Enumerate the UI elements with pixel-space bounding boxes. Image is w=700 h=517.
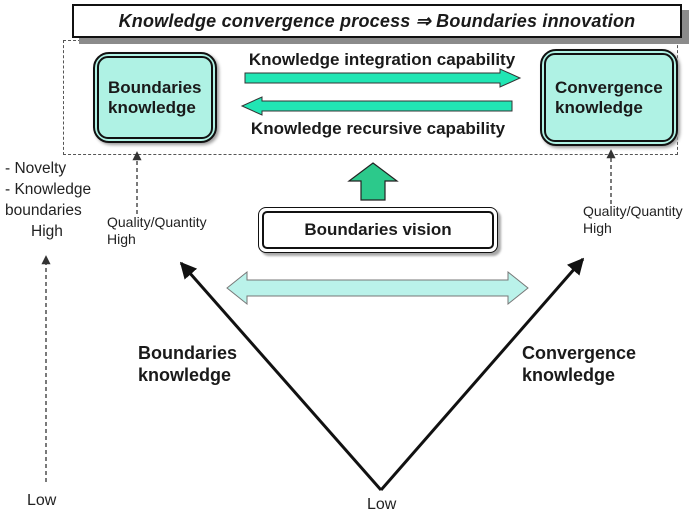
quality-quantity-right-line2: High [583, 220, 612, 236]
title-bar: Knowledge convergence process ⇒ Boundari… [72, 4, 682, 38]
recursive-capability-label: Knowledge recursive capability [250, 119, 506, 138]
convergence-knowledge-box: Convergence knowledge [540, 49, 678, 146]
boundaries-vision-box-inner: Boundaries vision [262, 211, 494, 249]
convergence-knowledge-box-inner: Convergence knowledge [544, 53, 674, 142]
up-arrow-icon [347, 162, 399, 201]
integration-capability-label: Knowledge integration capability [248, 50, 516, 69]
knowledge-item: - Knowledge [5, 181, 92, 198]
boundaries-vision-box: Boundaries vision [258, 207, 498, 253]
high-label-left-axis: High [31, 223, 63, 240]
novelty-knowledge-boundaries-list: - Novelty - Knowledge boundaries High [5, 158, 91, 242]
quality-quantity-left-line2: High [107, 231, 136, 247]
quality-quantity-left-label: Quality/Quantity High [107, 214, 207, 248]
quality-quantity-right-line1: Quality/Quantity [583, 203, 683, 219]
boundaries-vision-label: Boundaries vision [304, 220, 452, 239]
quality-quantity-right-label: Quality/Quantity High [583, 203, 683, 237]
low-label-left: Low [27, 492, 57, 509]
boundaries-knowledge-box-label: Boundaries knowledge [108, 77, 202, 117]
convergence-knowledge-axis-label: Convergence knowledge [522, 343, 637, 385]
low-label-center: Low [367, 496, 397, 513]
page-title: Knowledge convergence process ⇒ Boundari… [118, 10, 636, 31]
boundaries-knowledge-box-inner: Boundaries knowledge [97, 56, 213, 139]
convergence-knowledge-box-label: Convergence knowledge [555, 77, 663, 117]
quality-quantity-left-line1: Quality/Quantity [107, 214, 207, 230]
novelty-item: - Novelty [5, 160, 67, 177]
boundaries-knowledge-axis-label: Boundaries knowledge [138, 343, 238, 385]
boundaries-knowledge-box: Boundaries knowledge [93, 52, 217, 143]
boundaries-item: boundaries [5, 202, 82, 219]
double-headed-arrow-icon [226, 270, 529, 306]
